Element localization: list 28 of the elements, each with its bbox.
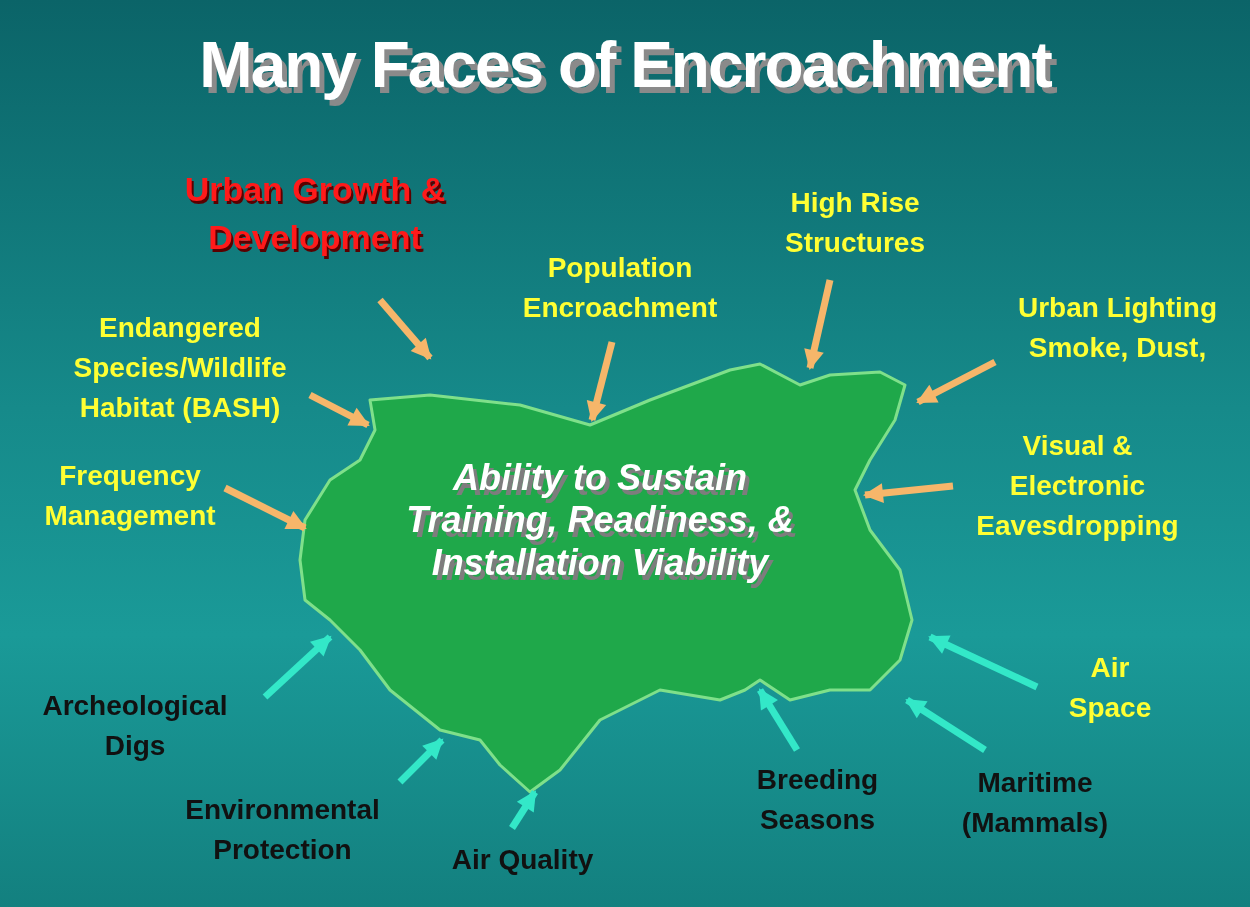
arrow bbox=[586, 341, 616, 422]
factor-label: Population Encroachment bbox=[490, 248, 750, 328]
factor-label: Environmental Protection bbox=[155, 790, 410, 870]
arrow bbox=[757, 688, 800, 752]
factor-label: Urban Lighting Smoke, Dust, bbox=[985, 288, 1250, 368]
arrow bbox=[928, 633, 1039, 691]
factor-label: Breeding Seasons bbox=[735, 760, 900, 840]
factor-label: High Rise Structures bbox=[755, 183, 955, 263]
arrow bbox=[509, 790, 538, 830]
factor-label: Endangered Species/Wildlife Habitat (BASH) bbox=[40, 308, 320, 428]
title: Many Faces of Encroachment bbox=[198, 28, 1053, 102]
factor-label: Archeological Digs bbox=[10, 686, 260, 766]
arrow bbox=[905, 697, 987, 753]
arrow bbox=[308, 391, 370, 429]
factor-label: Air Quality bbox=[425, 840, 620, 880]
factor-label: Maritime (Mammals) bbox=[935, 763, 1135, 843]
arrow bbox=[377, 297, 433, 361]
arrow bbox=[397, 737, 445, 785]
factor-label: Urban Growth & Development bbox=[180, 165, 450, 262]
arrow bbox=[262, 634, 333, 700]
factor-label: Visual & Electronic Eavesdropping bbox=[955, 426, 1200, 546]
factor-label: Air Space bbox=[1060, 648, 1160, 728]
arrow bbox=[863, 482, 954, 504]
arrow bbox=[223, 484, 307, 532]
factor-label: Frequency Management bbox=[15, 456, 245, 536]
center-text: Ability to Sustain Training, Readiness, & Installation Viability bbox=[405, 457, 795, 585]
arrow bbox=[804, 279, 834, 370]
arrow bbox=[916, 358, 997, 406]
